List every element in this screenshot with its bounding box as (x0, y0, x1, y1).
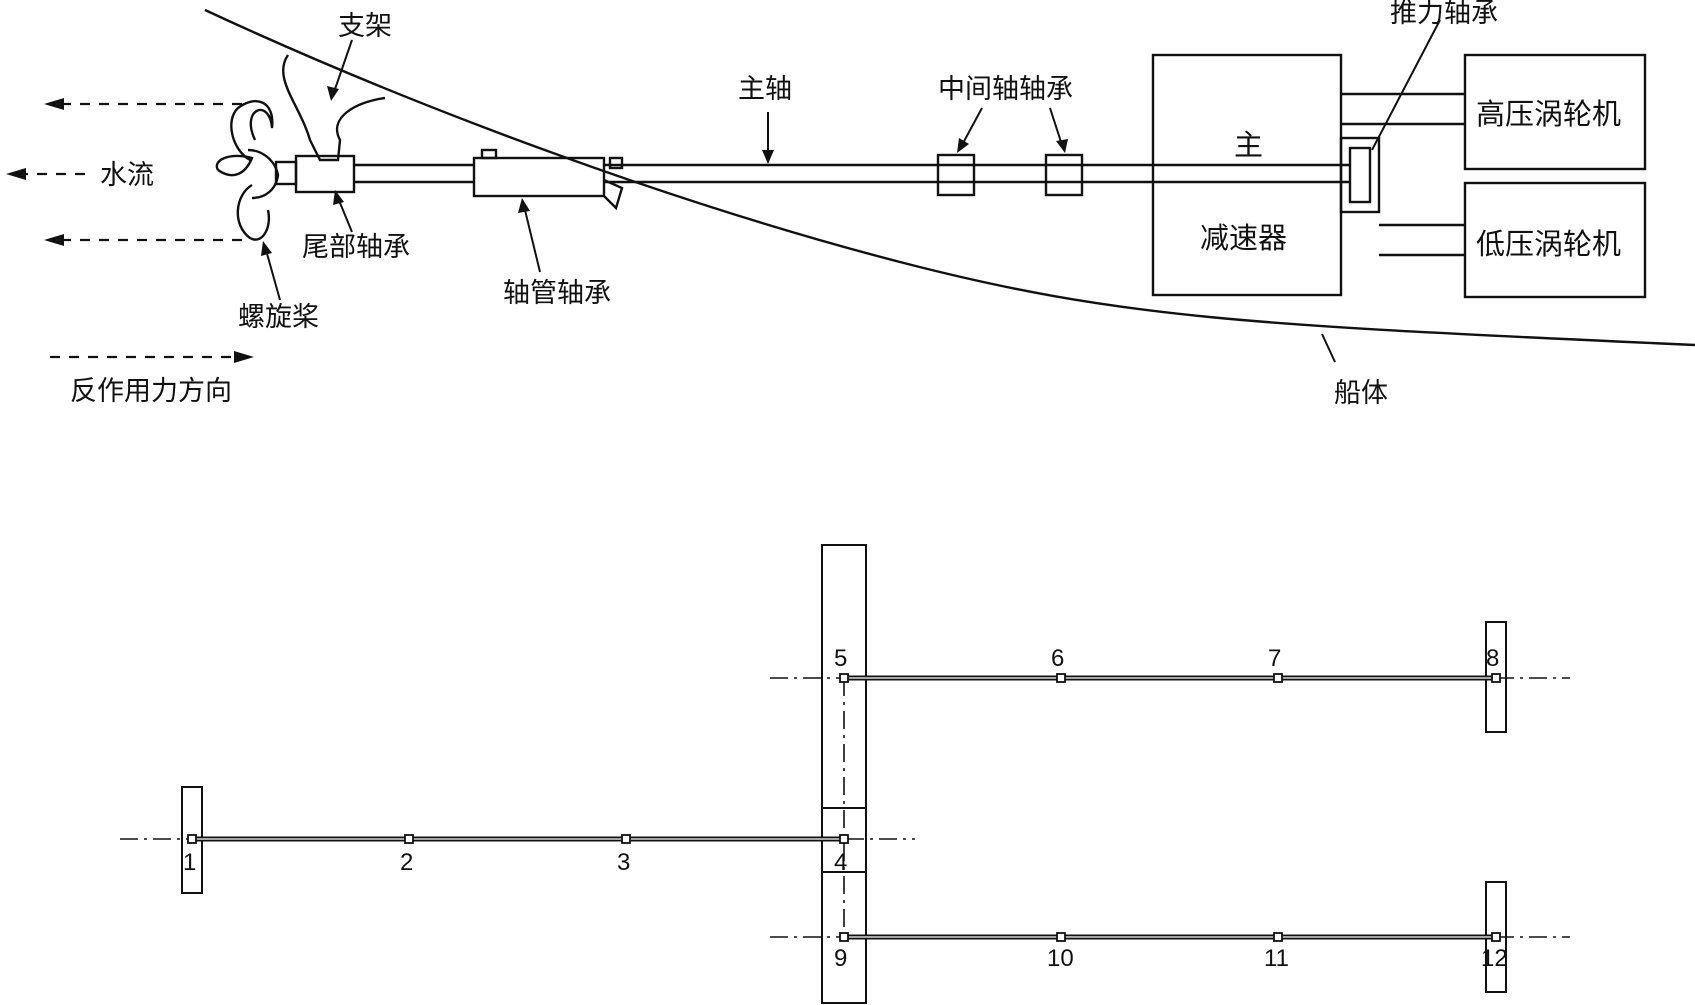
label-stern-tube-bearing: 轴管轴承 (503, 278, 611, 309)
node-label-10: 10 (1047, 945, 1074, 972)
tail-bearing (294, 154, 356, 194)
node-label-1: 1 (183, 849, 196, 876)
node-model: 1 2 3 4 5 6 7 8 9 10 11 12 (120, 544, 1570, 1004)
main-reducer-box (1151, 53, 1343, 297)
propulsion-schematic: 支架 水流 尾部轴承 螺旋桨 反作用力方向 轴管轴承 主轴 中间轴轴承 推力轴承… (6, 0, 1695, 409)
node-2 (404, 834, 414, 844)
label-main-shaft: 主轴 (738, 74, 792, 105)
node-label-3: 3 (617, 849, 630, 876)
label-main-reducer-top: 主 (1234, 128, 1263, 162)
water-flow-arrows (6, 98, 242, 246)
thrust-bearing (1339, 136, 1381, 214)
shaft-segments (192, 675, 1496, 940)
label-intermediate-bearing: 中间轴轴承 (938, 74, 1073, 105)
label-water-flow: 水流 (100, 160, 154, 191)
node-label-2: 2 (400, 849, 413, 876)
node-4 (839, 834, 849, 844)
node-1 (187, 834, 197, 844)
propeller (215, 99, 298, 241)
label-propeller: 螺旋桨 (238, 302, 319, 333)
intermediate-bearing-1 (936, 153, 976, 197)
reaction-force-arrow (50, 351, 254, 363)
hp-turbine-box (1463, 53, 1647, 171)
intermediate-bearing-2 (1044, 153, 1084, 197)
node-8 (1491, 673, 1501, 683)
node-label-7: 7 (1268, 645, 1281, 672)
inertia-block-gearbox (821, 544, 867, 1004)
label-lp-turbine: 低压涡轮机 (1476, 227, 1621, 261)
node-label-9: 9 (834, 945, 847, 972)
node-7 (1273, 673, 1283, 683)
label-thrust-bearing: 推力轴承 (1390, 0, 1498, 29)
node-11 (1273, 932, 1283, 942)
leader-lines (261, 19, 1441, 363)
node-label-4: 4 (834, 849, 847, 876)
label-main-reducer-bottom: 减速器 (1200, 221, 1287, 255)
node-5 (839, 673, 849, 683)
stern-tube-bearing (472, 148, 624, 211)
label-hull: 船体 (1334, 378, 1388, 409)
nodes (187, 673, 1501, 942)
node-10 (1056, 932, 1066, 942)
node-label-8: 8 (1486, 645, 1499, 672)
label-hp-turbine: 高压涡轮机 (1476, 97, 1621, 131)
label-support: 支架 (338, 11, 392, 42)
node-labels: 1 2 3 4 5 6 7 8 9 10 11 12 (183, 645, 1508, 972)
node-3 (621, 834, 631, 844)
node-label-11: 11 (1264, 945, 1289, 972)
main-shaft (604, 156, 1350, 184)
hull-line (204, 8, 1695, 347)
label-tail-bearing: 尾部轴承 (302, 232, 410, 263)
node-6 (1056, 673, 1066, 683)
node-9 (839, 932, 849, 942)
label-reaction-direction: 反作用力方向 (70, 376, 232, 407)
lp-turbine-box (1463, 181, 1647, 299)
node-label-5: 5 (834, 645, 847, 672)
node-12 (1491, 932, 1501, 942)
node-label-6: 6 (1051, 645, 1064, 672)
support-strut (282, 54, 386, 162)
node-label-12: 12 (1481, 945, 1508, 972)
